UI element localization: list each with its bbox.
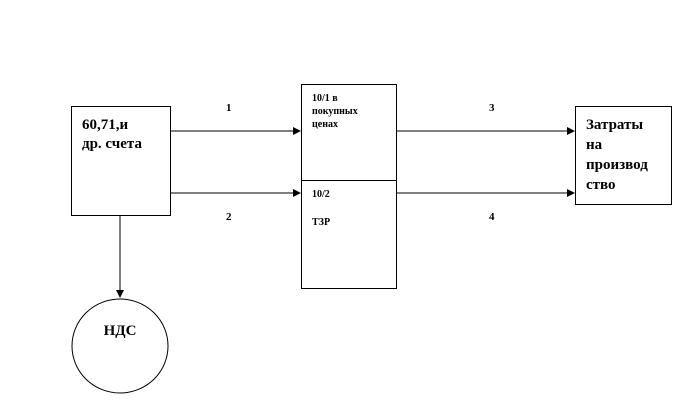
account-10-2-name: ТЗР bbox=[312, 217, 331, 228]
vat-node-label: НДС bbox=[103, 323, 137, 339]
production-costs-node: Затраты на производ ство bbox=[575, 106, 672, 205]
account-10-1-label: 10/1 в покупных ценах bbox=[312, 93, 358, 130]
edge-4-label: 4 bbox=[489, 211, 495, 223]
edge-2-label: 2 bbox=[226, 211, 232, 223]
production-costs-label: Затраты на производ ство bbox=[586, 117, 648, 193]
account-10-node: 10/1 в покупных ценах 10/2 ТЗР bbox=[301, 84, 397, 289]
account-10-divider bbox=[302, 180, 396, 181]
vat-node-circle bbox=[71, 298, 169, 394]
source-accounts-node: 60,71,и др. счета bbox=[71, 106, 171, 216]
account-10-2-code: 10/2 bbox=[312, 189, 330, 200]
edge-1-label: 1 bbox=[226, 102, 232, 114]
edge-3-label: 3 bbox=[489, 102, 495, 114]
source-accounts-label: 60,71,и др. счета bbox=[82, 117, 142, 152]
